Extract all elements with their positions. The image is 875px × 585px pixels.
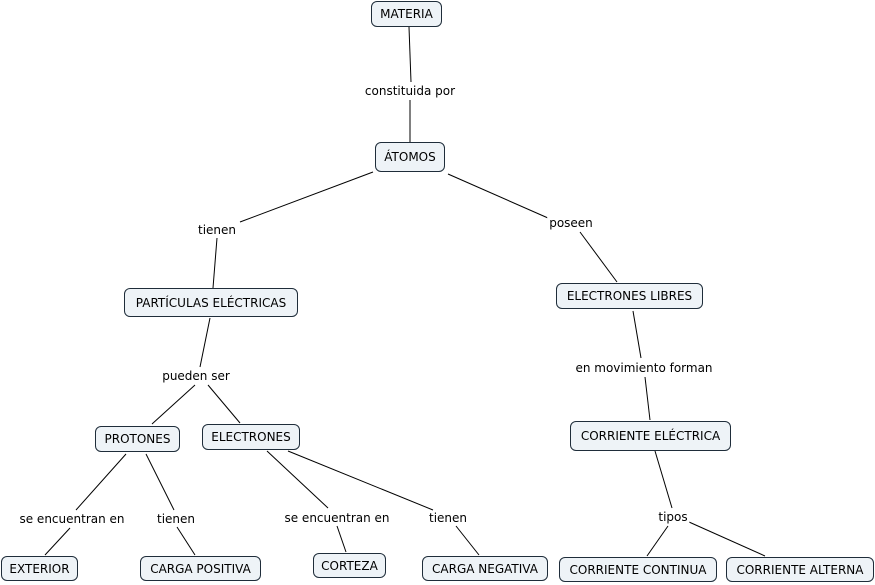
edge-materia-label [408,26,412,83]
link-constituida-por: constituida por [362,84,458,98]
link-en-movimiento-forman: en movimiento forman [573,361,715,375]
node-protones[interactable]: PROTONES [95,426,180,452]
node-particulas-electricas[interactable]: PARTÍCULAS ELÉCTRICAS [124,288,298,317]
link-tienen: tienen [195,223,239,237]
edge-tienen-carga-positiva [176,526,196,556]
link-pueden-ser: pueden ser [160,369,232,383]
link-tipos: tipos [656,510,690,524]
edge-libres-movimiento [632,310,642,359]
edge-electrones-tienen [287,450,434,511]
edge-encuentran-exterior [44,527,71,556]
edge-poseen-electrones-libres [579,231,618,283]
edge-protones-encuentran [75,453,127,511]
edge-particulas-pueden [199,317,211,368]
edge-tienen-carga-negativa [455,525,480,556]
edge-pueden-electrones [207,384,241,424]
edge-atomos-tienen [239,171,374,223]
node-corriente-alterna[interactable]: CORRIENTE ALTERNA [726,557,874,582]
edge-tipos-alterna [688,521,766,557]
edge-pueden-protones [151,384,196,425]
edge-movimiento-corriente [644,376,651,421]
link-se-encuentran-en: se encuentran en [17,512,127,526]
edge-tienen-particulas [212,237,218,289]
link-poseen: poseen [547,216,595,230]
node-electrones[interactable]: ELECTRONES [202,424,300,450]
node-corriente-continua[interactable]: CORRIENTE CONTINUA [559,557,717,582]
node-materia[interactable]: MATERIA [371,1,442,27]
node-corriente-electrica[interactable]: CORRIENTE ELÉCTRICA [570,421,731,451]
edge-corriente-tipos [654,450,673,509]
node-exterior[interactable]: EXTERIOR [1,556,78,581]
link-tienen: tienen [426,511,470,525]
edge-protones-tienen [145,453,175,511]
node-carga-negativa[interactable]: CARGA NEGATIVA [422,556,548,581]
link-tienen: tienen [154,512,198,526]
edge-encuentran-corteza [336,525,347,553]
edge-electrones-encuentran [266,450,329,509]
edge-tipos-continua [646,525,669,557]
node-carga-positiva[interactable]: CARGA POSITIVA [140,556,261,581]
link-se-encuentran-en: se encuentran en [282,511,392,525]
node-atomos[interactable]: ÁTOMOS [375,142,445,172]
edge-atomos-poseen [447,173,549,219]
node-electrones-libres[interactable]: ELECTRONES LIBRES [556,283,703,309]
node-corteza[interactable]: CORTEZA [313,553,386,578]
